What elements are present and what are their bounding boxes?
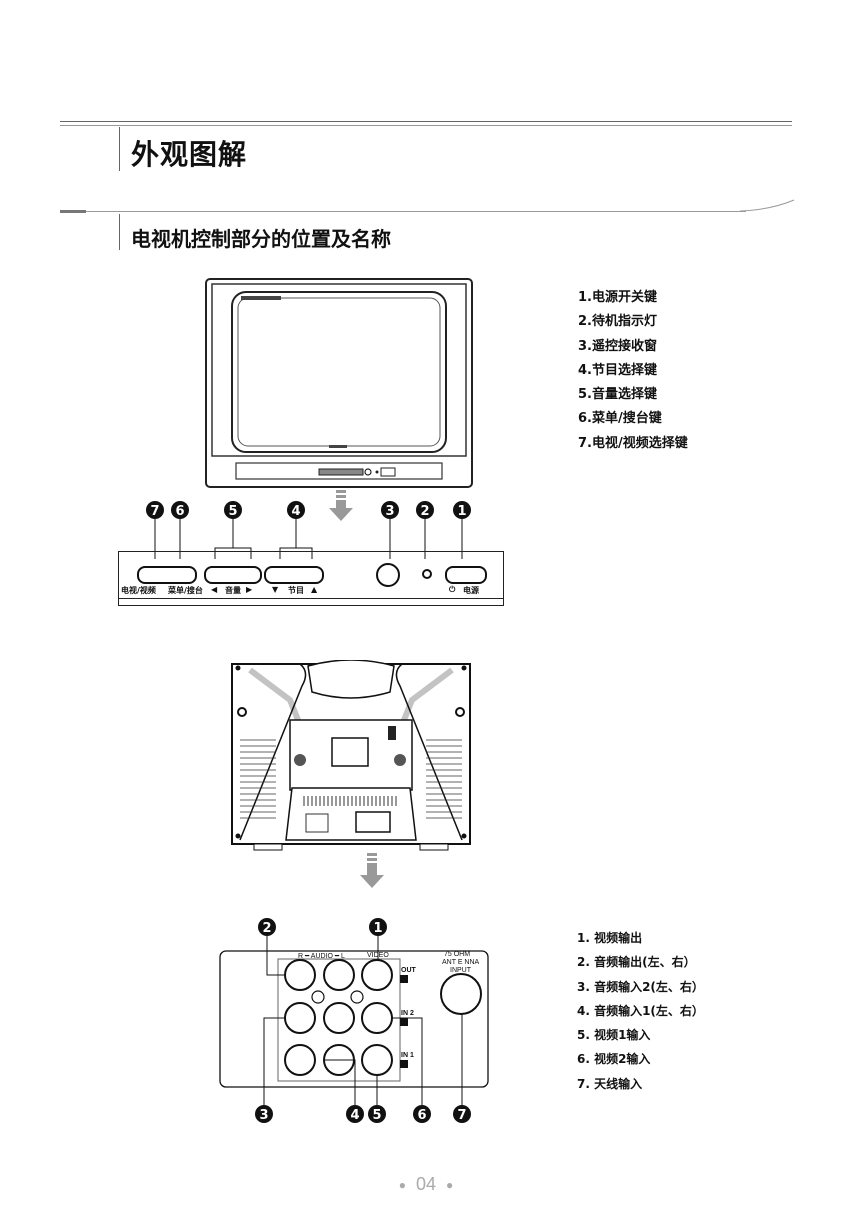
vol-right-label: ▶ — [246, 585, 253, 594]
list-item: 3. 音频输入2(左、右） — [577, 979, 704, 994]
section-rule-curve — [740, 199, 795, 212]
list-item: 2.待机指示灯 — [578, 314, 657, 330]
list-item: 1. 视频输出 — [577, 931, 643, 945]
header-rule-top — [60, 121, 792, 122]
title-vertical-bar — [119, 127, 120, 171]
section-subtitle: 电视机控制部分的位置及名称 — [131, 227, 391, 251]
page-footer: ● 04 ● — [0, 1174, 852, 1195]
program-label: 节目 — [288, 586, 304, 595]
list-item: 5.音量选择键 — [578, 387, 657, 403]
remote-sensor-window — [376, 563, 400, 587]
channel-down-button[interactable] — [264, 566, 324, 584]
tv-av-button[interactable] — [137, 566, 197, 584]
list-item: 2. 音频输出(左、右） — [577, 955, 696, 970]
footer-dot-icon: ● — [446, 1178, 454, 1193]
down-arrow-icon — [329, 490, 353, 521]
subtitle-vertical-bar — [119, 214, 120, 250]
audio-label: R ━ AUDIO ━ L — [298, 953, 345, 960]
down-arrow-icon — [360, 853, 384, 888]
tv-rear-illustration — [231, 660, 471, 851]
panel-bottom-line — [119, 598, 503, 599]
section-rule-thick — [60, 210, 86, 213]
front-panel-callouts: 7 6 5 4 3 2 1 — [146, 501, 471, 559]
svg-text:7: 7 — [150, 504, 159, 519]
list-item: 5. 视频1输入 — [577, 1028, 651, 1043]
header-rule-top-2 — [60, 125, 792, 126]
video-label: VIDEO — [367, 952, 389, 959]
in1-label: IN 1 — [401, 1052, 414, 1059]
svg-text:5: 5 — [372, 1108, 381, 1123]
svg-text:4: 4 — [350, 1108, 359, 1123]
panel-labels: 电视/视频 菜单/搜台 ◀ 音量 ▶ ▼ 节目 ▲ ⏻ 电源 — [119, 585, 503, 597]
vol-left-label: ◀ — [211, 585, 218, 594]
antenna-label-line1: 75 OHM — [444, 951, 471, 958]
out-label: OUT — [401, 967, 416, 974]
menu-label: 菜单/搜台 — [168, 586, 203, 595]
tv-front-illustration — [205, 278, 473, 488]
in2-label: IN 2 — [401, 1010, 414, 1017]
jack-panel-labels: R ━ AUDIO ━ L VIDEO OUT IN 2 IN 1 75 OHM… — [214, 915, 492, 1125]
front-control-panel: 电视/视频 菜单/搜台 ◀ 音量 ▶ ▼ 节目 ▲ ⏻ 电源 — [118, 551, 504, 606]
svg-text:7: 7 — [457, 1108, 466, 1123]
volume-left-button[interactable] — [204, 566, 262, 584]
ch-down-label: ▼ — [272, 585, 279, 594]
svg-text:5: 5 — [228, 504, 237, 519]
standby-indicator — [422, 569, 432, 579]
antenna-label-line2: ANT E NNA — [442, 959, 480, 966]
svg-text:2: 2 — [262, 921, 271, 936]
svg-text:3: 3 — [385, 504, 394, 519]
svg-text:1: 1 — [373, 921, 382, 936]
svg-text:2: 2 — [420, 504, 429, 519]
front-control-list: 1.电源开关键 2.待机指示灯 3.遥控接收窗 4.节目选择键 5.音量选择键 … — [578, 286, 688, 456]
list-item: 6. 视频2输入 — [577, 1052, 651, 1067]
list-item: 4.节目选择键 — [578, 362, 657, 378]
jack-list: 1. 视频输出 2. 音频输出(左、右） 3. 音频输入2(左、右） 4. 音频… — [577, 926, 704, 1096]
list-item: 1.电源开关键 — [578, 290, 657, 305]
list-item: 6.菜单/搜台键 — [578, 411, 662, 427]
list-item: 3.遥控接收窗 — [578, 338, 657, 354]
power-button[interactable] — [445, 566, 487, 584]
svg-text:6: 6 — [417, 1108, 426, 1123]
volume-label: 音量 — [225, 586, 241, 595]
power-label: 电源 — [463, 586, 479, 595]
list-item: 7. 天线输入 — [577, 1076, 643, 1091]
list-item: 7.电视/视频选择键 — [578, 435, 688, 451]
page-number: 04 — [415, 1174, 437, 1194]
av-jack-panel: 2 1 3 4 5 6 7 — [219, 918, 489, 1123]
footer-dot-icon: ● — [398, 1178, 406, 1193]
ch-up-label: ▲ — [311, 585, 318, 594]
section-rule — [86, 211, 746, 212]
svg-text:6: 6 — [175, 504, 184, 519]
tv-av-label: 电视/视频 — [121, 586, 156, 595]
svg-text:3: 3 — [259, 1108, 268, 1123]
svg-text:1: 1 — [457, 504, 466, 519]
page-title: 外观图解 — [131, 138, 248, 171]
antenna-label-line3: INPUT — [450, 967, 471, 974]
power-symbol-label: ⏻ — [449, 585, 456, 594]
svg-text:4: 4 — [291, 504, 300, 519]
list-item: 4. 音频输入1(左、右） — [577, 1003, 704, 1018]
